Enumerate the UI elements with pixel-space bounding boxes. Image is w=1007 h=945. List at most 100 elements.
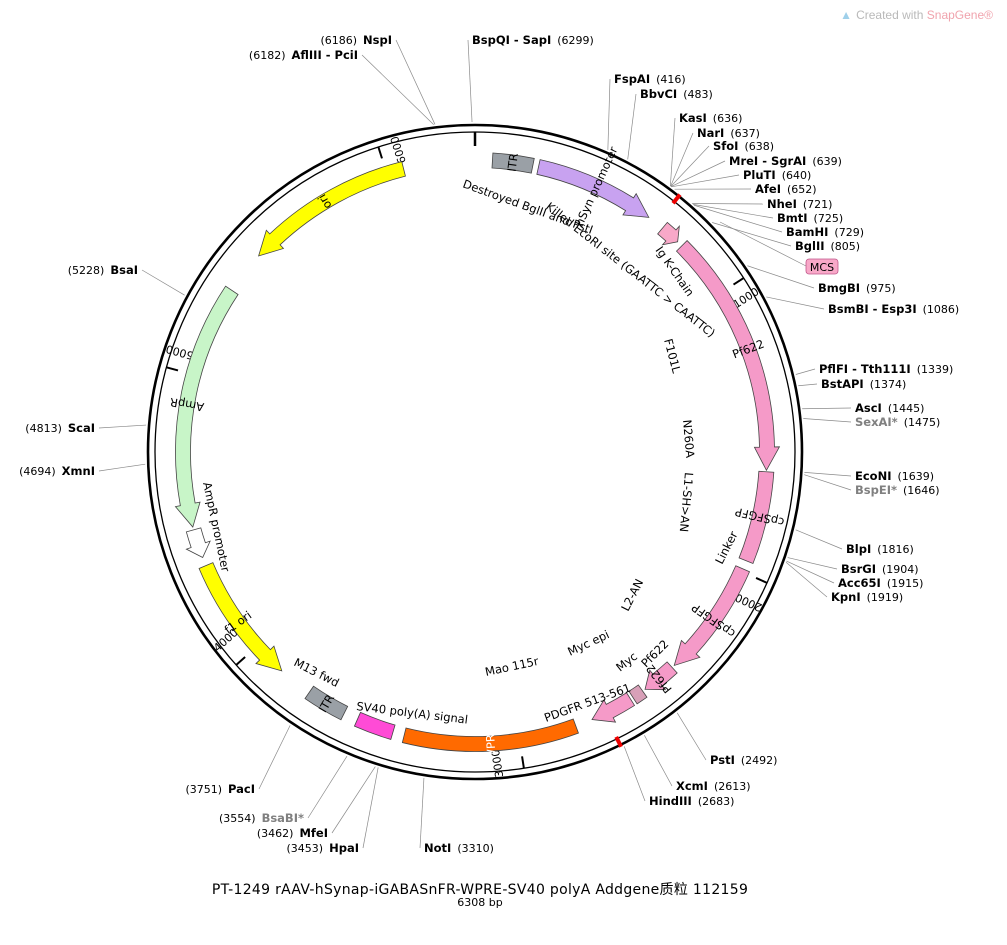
site-leader-line — [98, 463, 146, 472]
site-label: BglII(805) — [795, 239, 860, 253]
site-label: FspAI(416) — [614, 72, 686, 86]
site-position: (1475) — [904, 416, 941, 429]
site-position: (637) — [730, 127, 760, 140]
site-label: BspEI* (1646) — [855, 483, 940, 497]
site-name: KasI — [679, 111, 707, 125]
site-leader-line — [670, 160, 726, 187]
watermark-brand: SnapGene® — [926, 8, 993, 22]
site-leader-line — [802, 407, 852, 410]
label-linker: Linker — [712, 529, 740, 567]
site-label: BlpI(1816) — [846, 542, 914, 556]
site-label: (4813) ScaI — [25, 421, 95, 435]
site-leader-line — [331, 766, 376, 834]
feature-pf622 — [644, 661, 678, 691]
site-label: (3751) PacI — [185, 782, 255, 796]
site-position: (483) — [683, 88, 713, 101]
site-leader-line — [395, 39, 436, 125]
snapgene-logo-icon: ▲ — [840, 8, 853, 22]
site-leader-line — [671, 174, 740, 188]
site-label: PluTI(640) — [743, 168, 811, 182]
site-position: (5228) — [68, 264, 105, 277]
tick-mark — [755, 577, 768, 584]
site-leader-line — [712, 222, 792, 247]
site-position: (2683) — [698, 795, 735, 808]
label-m13: M13 fwd — [292, 655, 342, 690]
label-mao: Mao 115r — [484, 654, 540, 679]
site-label: BstAPI(1374) — [821, 377, 906, 391]
site-label: PstI(2492) — [710, 753, 777, 767]
feature-label: ITR — [505, 152, 521, 172]
site-leader-line — [258, 725, 291, 790]
site-position: (1086) — [923, 303, 960, 316]
site-label: EcoNI(1639) — [855, 469, 934, 483]
site-name: NarI — [697, 126, 724, 140]
tick-mark — [732, 277, 745, 286]
site-leader-line — [670, 117, 676, 187]
site-name: BmgBI — [818, 281, 860, 295]
site-label: NheI(721) — [767, 197, 832, 211]
feature-segment-9 — [591, 692, 636, 723]
feature-itr — [491, 152, 535, 174]
site-name: BmtI — [777, 211, 808, 225]
feature-segment-14 — [185, 527, 211, 559]
site-name: HpaI — [329, 841, 359, 855]
feature-cpsfgfp — [673, 565, 751, 667]
snapgene-watermark: ▲Created with SnapGene® — [840, 8, 993, 22]
site-name: BspQI - SapI — [472, 33, 551, 47]
site-position: (1646) — [903, 484, 940, 497]
site-position: (1816) — [877, 543, 914, 556]
site-leader-line — [361, 54, 434, 125]
feature-label: ori — [315, 192, 335, 212]
plasmid-title: PT-1249 rAAV-hSynap-iGABASnFR-WPRE-SV40 … — [211, 882, 749, 898]
site-leader-line — [623, 746, 646, 802]
site-position: (1374) — [870, 378, 907, 391]
tick-mark — [166, 366, 179, 372]
site-position: (975) — [866, 282, 896, 295]
site-position: (639) — [812, 155, 842, 168]
site-leader-line — [795, 529, 843, 550]
site-name: ScaI — [68, 421, 95, 435]
site-name: BspEI* — [855, 483, 897, 497]
site-leader-line — [670, 145, 710, 187]
site-position: (6186) — [320, 34, 357, 47]
site-name: Acc65I — [838, 576, 881, 590]
site-position: (721) — [803, 198, 833, 211]
site-name: SfoI — [713, 139, 738, 153]
site-label: BspQI - SapI (6299) — [472, 33, 594, 47]
site-label: SexAI*(1475) — [855, 415, 940, 429]
site-name: KpnI — [831, 590, 861, 604]
tick-label: 3000 — [489, 749, 506, 779]
feature-segment-8 — [628, 684, 648, 705]
feature-hsyn-promoter — [536, 159, 650, 218]
site-position: (725) — [814, 212, 844, 225]
site-leader-line — [419, 778, 425, 849]
site-label: (6182)AflIII - PciI — [249, 48, 358, 62]
site-label: (3462)MfeI — [257, 826, 328, 840]
site-position: (3462) — [257, 827, 294, 840]
site-leader-line — [787, 557, 838, 570]
site-leader-line — [627, 93, 637, 160]
site-leader-line — [786, 560, 835, 584]
site-leader-line — [804, 472, 852, 477]
site-leader-line — [141, 269, 185, 296]
site-position: (3310) — [457, 842, 494, 855]
label-n260a: N260A — [680, 419, 697, 459]
site-position: (4813) — [25, 422, 62, 435]
site-name: BsaI — [110, 263, 138, 277]
site-position: (640) — [782, 169, 812, 182]
site-label: (3453)HpaI — [287, 841, 359, 855]
site-leader-line — [798, 383, 818, 387]
site-name: EcoNI — [855, 469, 891, 483]
site-leader-line — [307, 755, 348, 819]
site-name: PacI — [228, 782, 255, 796]
site-name: PflFI - Tth111I — [819, 362, 911, 376]
site-name: BsaBI* — [262, 811, 304, 825]
site-position: (3751) — [185, 783, 222, 796]
site-position: (638) — [744, 140, 774, 153]
site-name: BbvCI — [640, 87, 677, 101]
label-f101l: F101L — [661, 337, 684, 375]
backbone-inner — [154, 131, 796, 773]
site-position: (6299) — [557, 34, 594, 47]
label-mycepi: Myc epi — [565, 627, 611, 658]
